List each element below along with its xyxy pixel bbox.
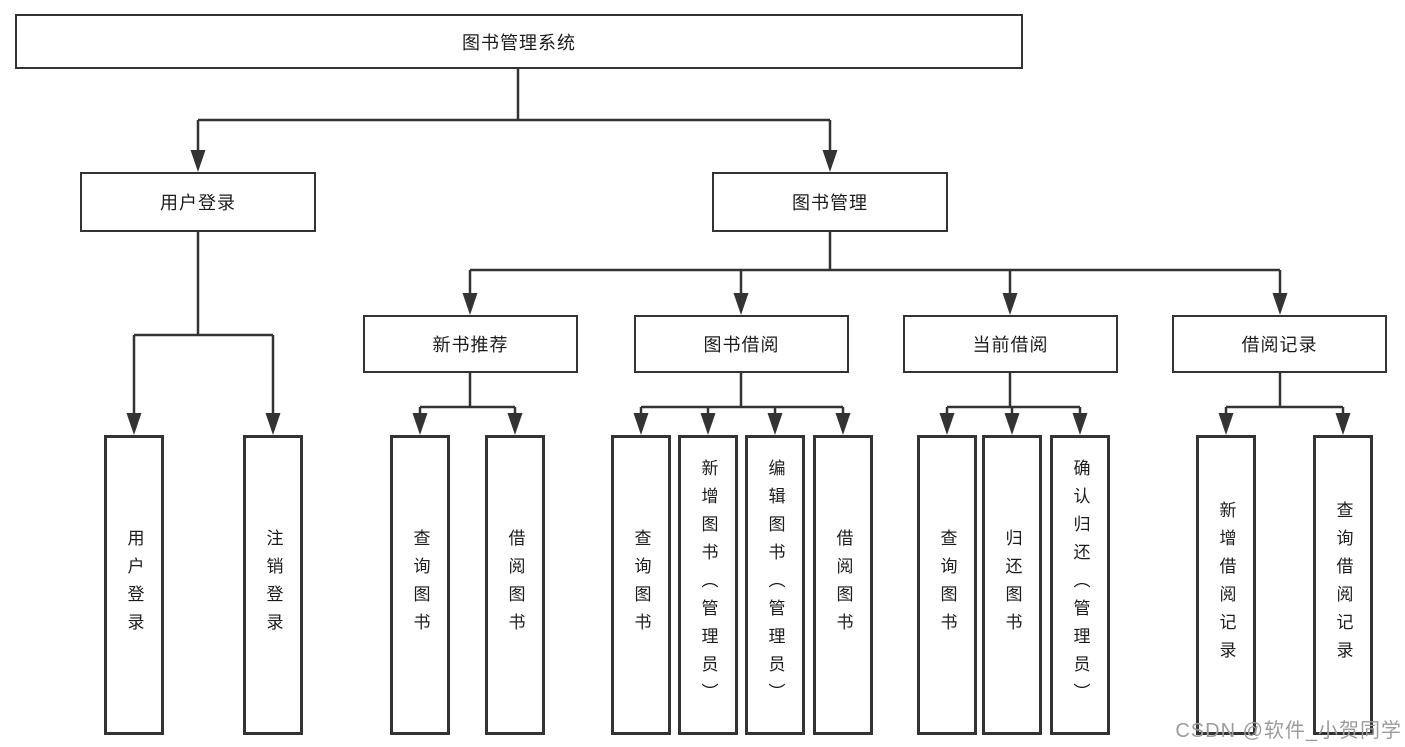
node-label: 新增图书（管理员） — [698, 459, 718, 711]
csdn-watermark: CSDN @软件_小贺同学 — [1175, 720, 1402, 742]
node-book-management: 图书管理 — [712, 172, 948, 232]
node-label: 当前借阅 — [972, 335, 1049, 355]
node-label: 注销登录 — [263, 529, 283, 641]
leaf-query-book-current: 查询图书 — [917, 435, 977, 735]
node-book-borrowing: 图书借阅 — [634, 315, 849, 373]
node-label: 归还图书 — [1002, 529, 1022, 641]
node-label: 用户登录 — [124, 529, 144, 641]
node-label: 确认归还（管理员） — [1070, 459, 1090, 711]
node-label: 借阅记录 — [1241, 335, 1318, 355]
node-borrowing-records: 借阅记录 — [1172, 315, 1387, 373]
node-label: 查询图书 — [410, 529, 430, 641]
leaf-query-book-recommend: 查询图书 — [390, 435, 450, 735]
leaf-borrow-book: 借阅图书 — [813, 435, 873, 735]
node-current-borrowing: 当前借阅 — [903, 315, 1118, 373]
leaf-borrow-book-recommend: 借阅图书 — [485, 435, 545, 735]
node-label: 查询图书 — [631, 529, 651, 641]
node-label: 借阅图书 — [505, 529, 525, 641]
node-label: 查询借阅记录 — [1333, 501, 1353, 669]
node-new-book-recommend: 新书推荐 — [363, 315, 578, 373]
leaf-add-book-admin: 新增图书（管理员） — [678, 435, 738, 735]
node-label: 新增借阅记录 — [1216, 501, 1236, 669]
node-label: 图书管理 — [792, 193, 868, 213]
leaf-return-book: 归还图书 — [982, 435, 1042, 735]
node-library-management-system: 图书管理系统 — [15, 14, 1023, 69]
leaf-add-borrow-record: 新增借阅记录 — [1196, 435, 1256, 735]
leaf-query-book-borrowing: 查询图书 — [611, 435, 671, 735]
node-label: 图书管理系统 — [462, 32, 576, 53]
node-label: 图书借阅 — [703, 335, 780, 355]
leaf-user-login: 用户登录 — [104, 435, 164, 735]
leaf-confirm-return-admin: 确认归还（管理员） — [1050, 435, 1110, 735]
node-label: 查询图书 — [937, 529, 957, 641]
node-user-login: 用户登录 — [80, 172, 316, 232]
node-label: 借阅图书 — [833, 529, 853, 641]
node-label: 新书推荐 — [432, 335, 509, 355]
leaf-logout: 注销登录 — [243, 435, 303, 735]
leaf-edit-book-admin: 编辑图书（管理员） — [745, 435, 805, 735]
leaf-query-borrow-record: 查询借阅记录 — [1313, 435, 1373, 735]
node-label: 编辑图书（管理员） — [765, 459, 785, 711]
node-label: 用户登录 — [160, 193, 236, 213]
